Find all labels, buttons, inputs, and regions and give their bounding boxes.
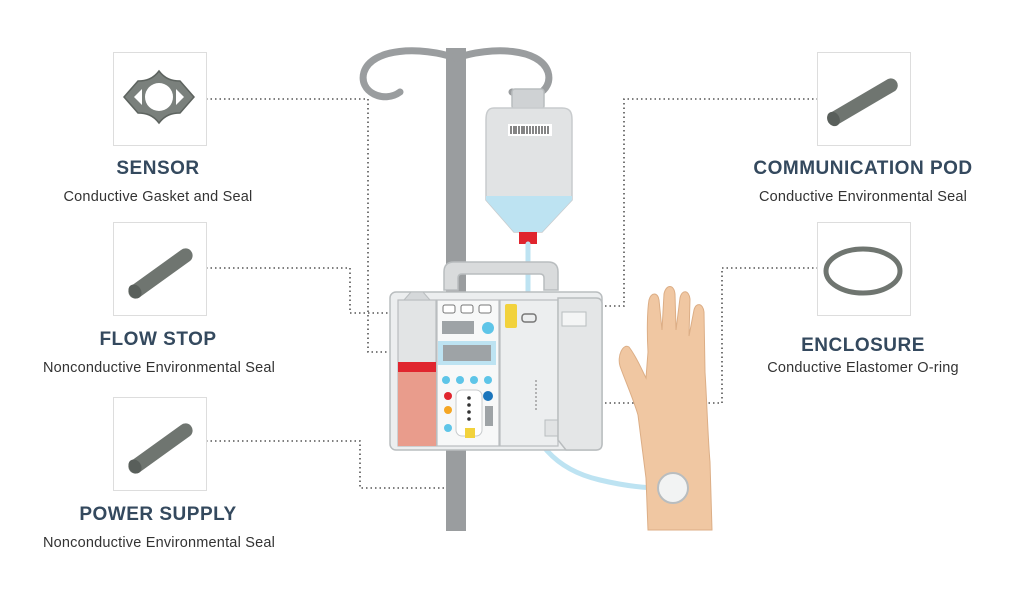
- o-ring-icon: [823, 246, 903, 296]
- seal-cylinder-icon: [827, 78, 898, 127]
- flow-stop-thumbnail: [113, 222, 207, 316]
- barcode: [508, 124, 552, 136]
- hand-icon: [618, 286, 713, 531]
- gasket-icon: [123, 69, 195, 125]
- leader-power-supply: [206, 440, 448, 489]
- leader-sensor: [206, 98, 400, 353]
- sensor-title: SENSOR: [116, 158, 200, 179]
- leader-lines: [206, 98, 818, 489]
- flow-stop-title: FLOW STOP: [99, 329, 217, 350]
- sensor-subtitle: Conductive Gasket and Seal: [63, 189, 253, 205]
- leader-flow-stop: [206, 267, 398, 314]
- leader-communication-pod: [598, 98, 818, 307]
- flow-stop-subtitle: Nonconductive Environmental Seal: [42, 360, 276, 376]
- catheter-site: [657, 472, 689, 504]
- leader-enclosure: [512, 267, 818, 404]
- enclosure-thumbnail: [817, 222, 911, 316]
- seal-cylinder-icon: [128, 423, 193, 474]
- communication-pod-subtitle: Conductive Environmental Seal: [758, 189, 968, 205]
- iv-bag-icon: [485, 88, 573, 244]
- communication-pod-thumbnail: [817, 52, 911, 146]
- communication-pod-title: COMMUNICATION POD: [753, 158, 973, 179]
- enclosure-title: ENCLOSURE: [801, 335, 925, 356]
- sensor-thumbnail: [113, 52, 207, 146]
- power-supply-thumbnail: [113, 397, 207, 491]
- power-supply-title: POWER SUPPLY: [79, 504, 237, 525]
- enclosure-subtitle: Conductive Elastomer O-ring: [767, 360, 959, 376]
- seal-cylinder-icon: [128, 248, 193, 299]
- red-clip: [519, 232, 537, 244]
- infusion-pump-icon: [389, 261, 603, 451]
- power-supply-subtitle: Nonconductive Environmental Seal: [42, 535, 276, 551]
